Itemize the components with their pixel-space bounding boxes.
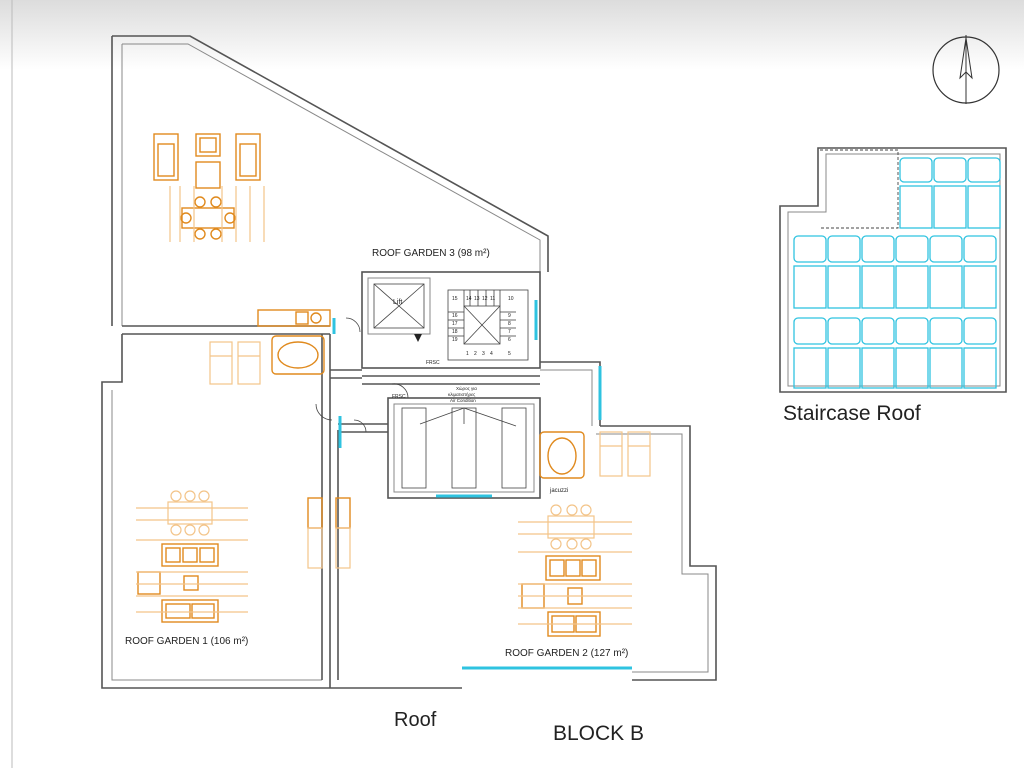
stair-2: 2 [474, 351, 477, 357]
ac-space-line3: Air Condition [450, 398, 476, 403]
lift-label: Lift [393, 299, 402, 306]
stair-4: 4 [490, 351, 493, 357]
stair-1: 1 [466, 351, 469, 357]
stair-15: 15 [452, 296, 458, 302]
stair-13: 13 [474, 296, 480, 302]
roof-garden-1-label: ROOF GARDEN 1 (106 m²) [125, 636, 248, 647]
garden3-furniture [153, 133, 265, 242]
stair-10: 10 [508, 296, 514, 302]
jacuzzi-label: jacuzzi [549, 488, 568, 494]
glazing [332, 300, 632, 670]
roof-garden-2-label: ROOF GARDEN 2 (127 m²) [505, 648, 628, 659]
staircase-roof-caption: Staircase Roof [783, 402, 921, 425]
block-caption: BLOCK B [553, 722, 644, 745]
stair-5: 5 [508, 351, 511, 357]
ac-space-line2: κλιματιστήρες [448, 391, 476, 397]
stair-7: 7 [508, 329, 511, 335]
frsc-label-1: FRSC [426, 360, 440, 366]
stair-12: 12 [482, 296, 488, 302]
stair-6: 6 [508, 337, 511, 343]
top-shading [0, 0, 1024, 70]
stair-9: 9 [508, 313, 511, 319]
frsc-label-2: FRSC [392, 394, 406, 400]
stair-18: 18 [452, 329, 458, 335]
outer-walls [101, 35, 717, 689]
garden2-furniture: jacuzzi [518, 431, 651, 637]
stair-3: 3 [482, 351, 485, 357]
garden1-furniture [136, 309, 351, 623]
staircase-roof-plan [779, 147, 1007, 393]
stair-8: 8 [508, 321, 511, 327]
stair-17: 17 [452, 321, 458, 327]
stair-16: 16 [452, 313, 458, 319]
roof-caption: Roof [394, 709, 437, 731]
down-arrow-icon [414, 334, 422, 342]
staircase: 15 14 13 12 11 10 16 17 18 19 9 8 7 6 1 … [414, 289, 529, 361]
roof-garden-3-label: ROOF GARDEN 3 (98 m²) [372, 248, 490, 259]
lift-shaft: Lift [373, 283, 425, 329]
ac-space-line1: Χώρος για [456, 385, 477, 391]
stair-14: 14 [466, 296, 472, 302]
ac-space: Χώρος για κλιματιστήρες Air Condition [401, 385, 527, 489]
stair-19: 19 [452, 337, 458, 343]
north-arrow-icon [932, 35, 1000, 104]
door-swings [315, 317, 409, 433]
stair-11: 11 [490, 296, 495, 302]
